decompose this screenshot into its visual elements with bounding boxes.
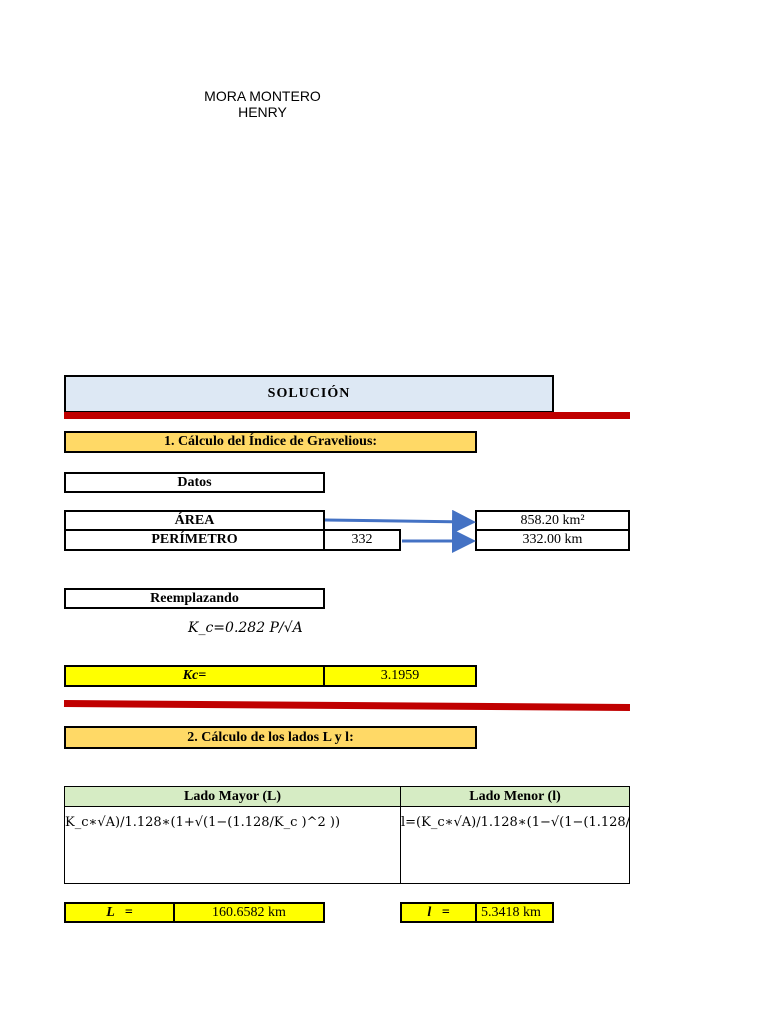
L-label: L =	[64, 902, 175, 923]
lado-mayor-formula: K_c∗√A)/1.128∗(1+√(1−(1.128/K_c )^2 ))	[65, 815, 341, 830]
kc-formula: K_c=0.282 P/√A	[188, 620, 303, 636]
section1-title: 1. Cálculo del Índice de Gravelious:	[64, 431, 477, 453]
red-divider-2	[63, 700, 631, 711]
area-label: ÁREA	[64, 510, 325, 531]
kc-label: Kc=	[64, 665, 325, 687]
solution-title: SOLUCIÓN	[64, 375, 554, 413]
arrow-connectors	[324, 510, 476, 553]
lado-menor-cell: l=(K_c∗√A)/1.128∗(1−√(1−(1.128/K_c )	[400, 806, 630, 884]
perimetro-input: 332	[323, 529, 401, 551]
lado-mayor-header: Lado Mayor (L)	[64, 786, 401, 807]
lado-menor-formula: l=(K_c∗√A)/1.128∗(1−√(1−(1.128/K_c )	[401, 815, 629, 830]
l-label: l =	[400, 902, 477, 923]
reemplazando-label: Reemplazando	[64, 588, 325, 609]
arrow-area	[324, 510, 476, 534]
area-result: 858.20 km²	[475, 510, 630, 531]
l-value: 5.3418 km	[475, 902, 554, 923]
perimetro-label: PERÍMETRO	[64, 529, 325, 551]
author-surname: HENRY	[238, 104, 287, 120]
perimetro-result: 332.00 km	[475, 529, 630, 551]
lado-menor-header: Lado Menor (l)	[400, 786, 630, 807]
lado-mayor-cell: K_c∗√A)/1.128∗(1+√(1−(1.128/K_c )^2 ))	[64, 806, 401, 884]
datos-label: Datos	[64, 472, 325, 493]
L-value: 160.6582 km	[173, 902, 325, 923]
author-name: MORA MONTERO	[204, 88, 321, 104]
red-divider-1	[64, 412, 630, 419]
section2-title: 2. Cálculo de los lados L y l:	[64, 726, 477, 749]
kc-value: 3.1959	[323, 665, 477, 687]
